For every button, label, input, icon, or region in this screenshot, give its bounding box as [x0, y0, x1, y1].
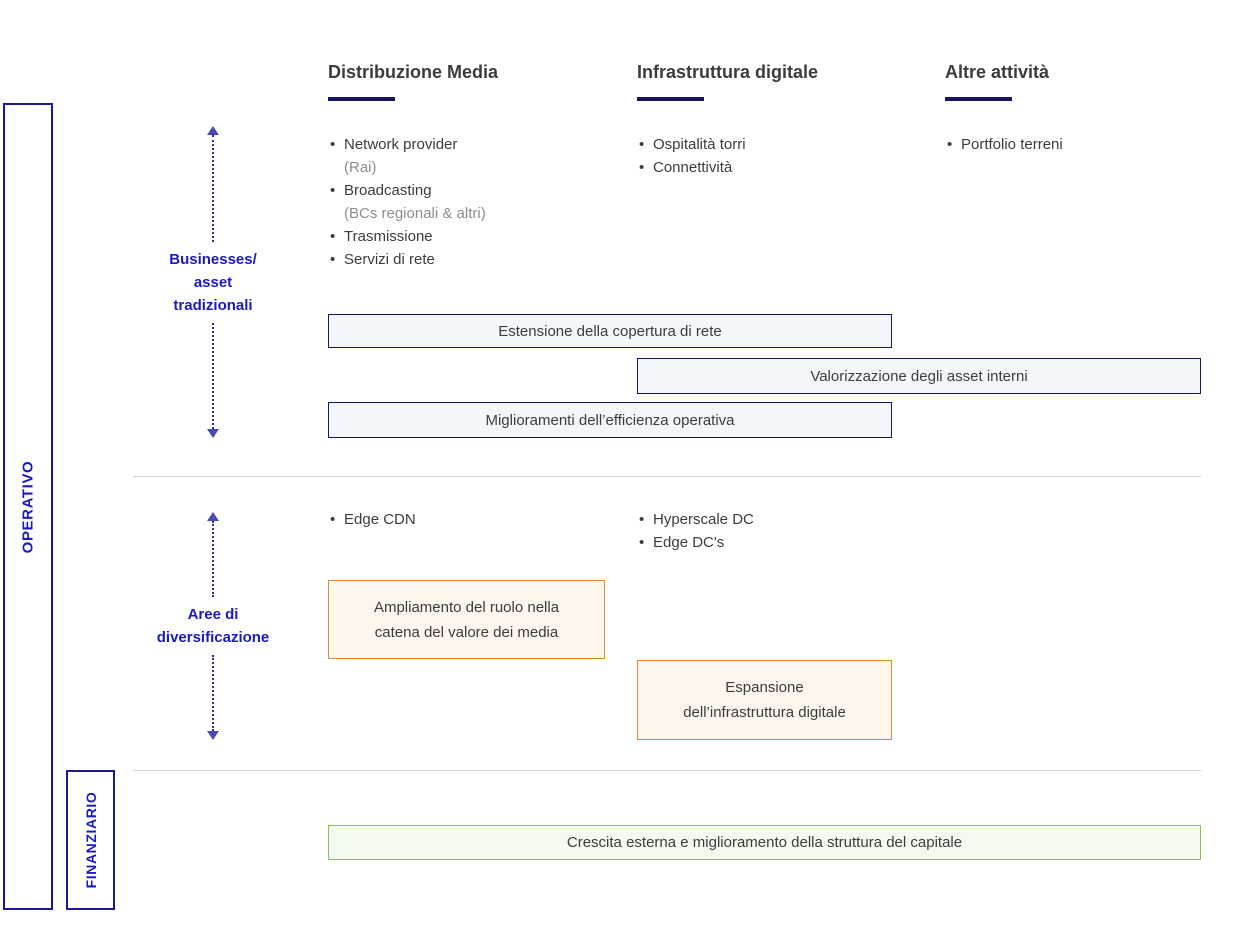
bullet-item: • Trasmissione — [330, 225, 590, 248]
bullet-text: Edge CDN — [344, 511, 416, 528]
bullet-dot-icon: • — [639, 159, 645, 176]
initiative-box[interactable]: Espansione dell’infrastruttura digitale — [637, 660, 892, 740]
arrow-stem — [212, 521, 214, 597]
column-title: Infrastruttura digitale — [637, 62, 819, 82]
bullet-dot-icon: • — [330, 511, 336, 528]
category-label-finanziario: FINANZIARIO — [82, 791, 99, 889]
initiative-box[interactable]: Estensione della copertura di rete — [328, 314, 892, 348]
bullet-list: • Edge CDN — [330, 508, 590, 531]
bullet-text: Portfolio terreni — [961, 136, 1063, 153]
bullet-text: Edge DC's — [653, 534, 725, 551]
initiative-box[interactable]: Ampliamento del ruolo nella catena del v… — [328, 580, 605, 659]
bullet-dot-icon: • — [639, 136, 645, 153]
bullet-list: • Portfolio terreni — [947, 133, 1207, 156]
bullet-dot-icon: • — [639, 534, 645, 551]
row-label-diversification: Aree di diversificazione — [156, 606, 270, 646]
category-box-operativo: OPERATIVO — [3, 103, 53, 910]
column-title: Distribuzione Media — [328, 62, 499, 82]
bullet-text: Servizi di rete — [344, 251, 435, 268]
bullet-text: Hyperscale DC — [653, 511, 754, 528]
bullet-dot-icon: • — [947, 136, 953, 153]
row-group-traditional: Businesses/ asset tradizionali — [169, 126, 257, 438]
arrow-stem — [212, 322, 214, 429]
column-underline — [945, 97, 1012, 101]
section-divider — [133, 770, 1201, 771]
initiative-box[interactable]: Valorizzazione degli asset interni — [637, 358, 1201, 394]
bullet-text: Ospitalità torri — [653, 136, 746, 153]
column-header-distribuzione-media: Distribuzione Media — [328, 62, 498, 101]
bullet-item: • Hyperscale DC — [639, 508, 899, 531]
bullet-subtext: (Rai) — [344, 159, 377, 176]
bullet-item: • Network provider — [330, 133, 590, 156]
column-header-altre-attivita: Altre attività — [945, 62, 1049, 101]
category-label-operativo: OPERATIVO — [19, 460, 37, 553]
row-label-traditional: Businesses/ asset tradizionali — [169, 250, 257, 314]
bullet-list: • Network provider (Rai) • Broadcasting (BCs … — [330, 133, 590, 271]
column-header-infrastruttura-digitale: Infrastruttura digitale — [637, 62, 818, 101]
bullet-text: Network provider — [344, 136, 458, 153]
section-divider — [133, 476, 1201, 477]
initiative-box[interactable]: Crescita esterna e miglioramento della s… — [328, 825, 1201, 860]
category-box-finanziario: FINANZIARIO — [66, 770, 115, 910]
arrow-stem — [212, 135, 214, 242]
arrow-up-icon — [207, 512, 219, 521]
bullet-text: Connettività — [653, 159, 733, 176]
arrow-down-icon — [207, 429, 219, 438]
bullet-list: • Ospitalità torri • Connettività — [639, 133, 899, 179]
bullet-item: • Edge CDN — [330, 508, 590, 531]
column-underline — [328, 97, 395, 101]
bullet-item: • Portfolio terreni — [947, 133, 1207, 156]
bullet-subtext: (BCs regionali & altri) — [344, 205, 486, 222]
bullet-dot-icon: • — [639, 511, 645, 528]
bullet-item: • Ospitalità torri — [639, 133, 899, 156]
arrow-down-icon — [207, 731, 219, 740]
bullet-list: • Hyperscale DC • Edge DC's — [639, 508, 899, 554]
arrow-up-icon — [207, 126, 219, 135]
row-group-diversification: Aree di diversificazione — [157, 512, 269, 740]
bullet-item: • Edge DC's — [639, 531, 899, 554]
arrow-stem — [212, 655, 214, 731]
bullet-item: • Connettività — [639, 156, 899, 179]
bullet-dot-icon: • — [330, 182, 336, 199]
bullet-dot-icon: • — [330, 136, 336, 153]
bullet-dot-icon: • — [330, 251, 336, 268]
bullet-item: • Broadcasting — [330, 179, 590, 202]
bullet-text: Trasmissione — [344, 228, 433, 245]
column-title: Altre attività — [945, 62, 1050, 82]
bullet-dot-icon: • — [330, 228, 336, 245]
bullet-text: Broadcasting — [344, 182, 432, 199]
initiative-box[interactable]: Miglioramenti dell’efficienza operativa — [328, 402, 892, 438]
column-underline — [637, 97, 704, 101]
bullet-item: • Servizi di rete — [330, 248, 590, 271]
